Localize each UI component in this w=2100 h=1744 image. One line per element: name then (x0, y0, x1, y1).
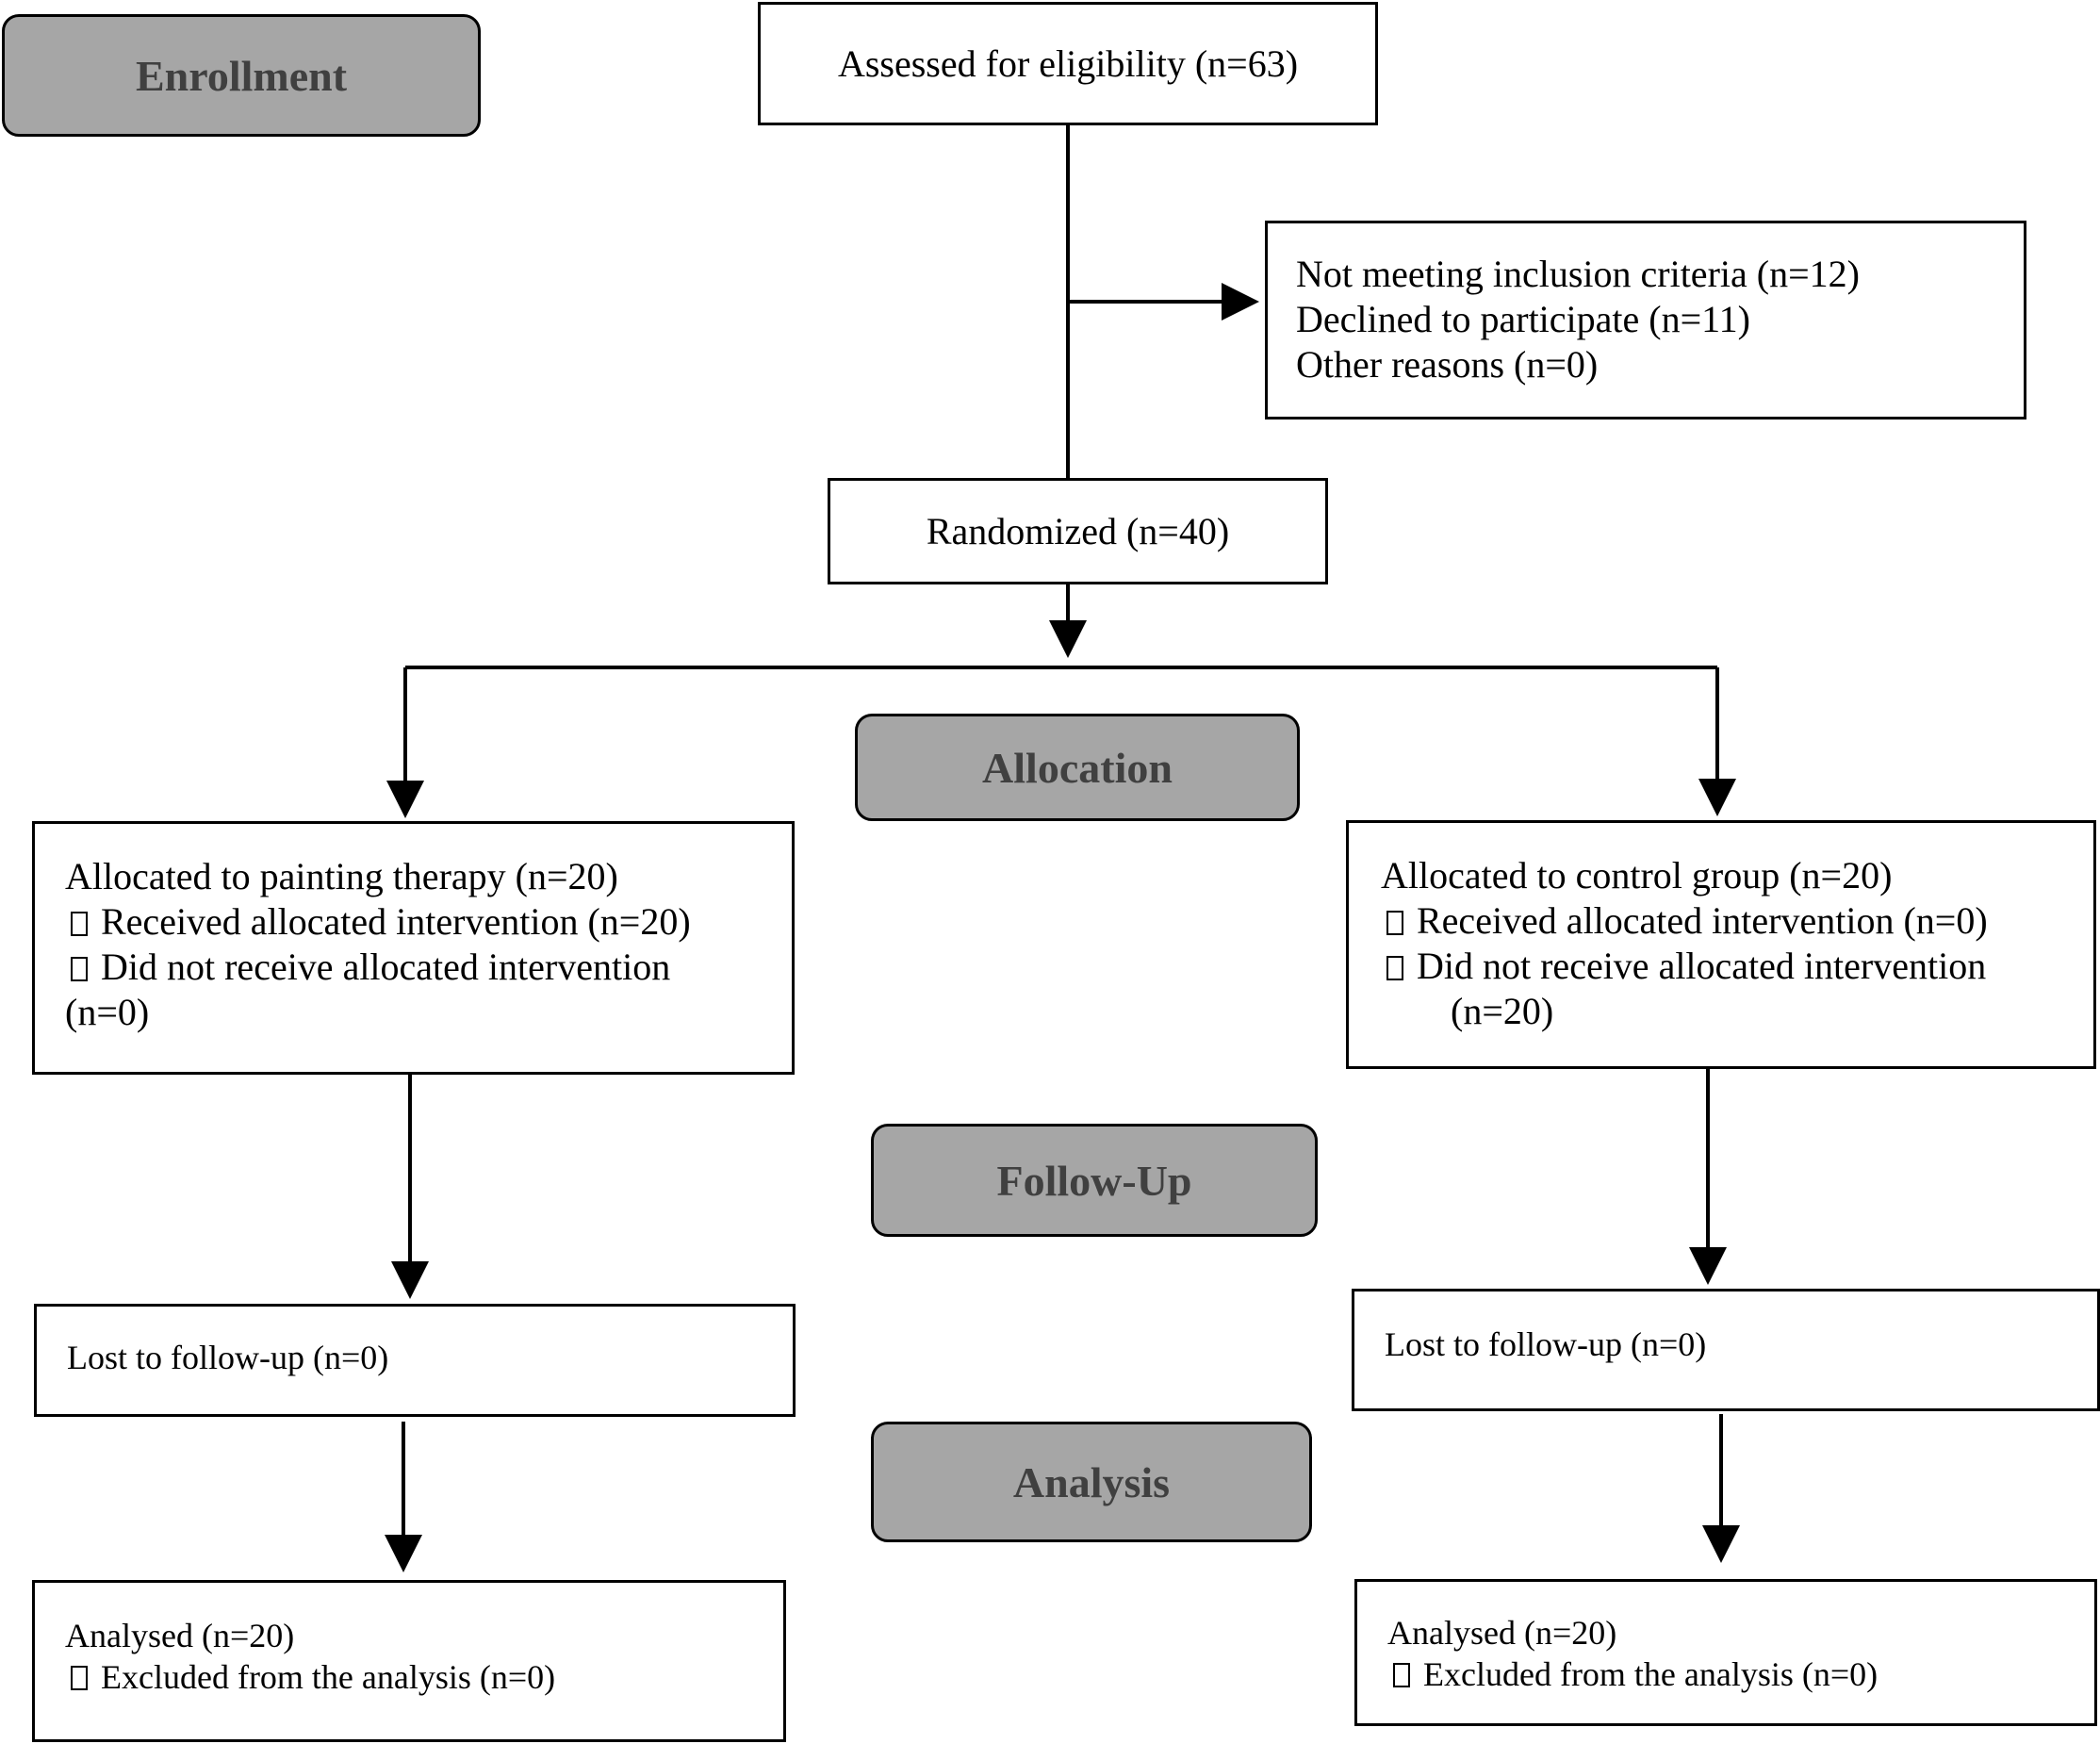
left-lost-text: Lost to follow-up (n=0) (67, 1339, 389, 1376)
right-not-received-row: Did not receive allocated intervention (1381, 944, 2093, 989)
right-not-received-n: (n=20) (1451, 990, 1554, 1032)
left-allocated-box: Allocated to painting therapy (n=20) Rec… (32, 821, 795, 1075)
right-excluded-analysis-row: Excluded from the analysis (n=0) (1387, 1654, 2094, 1695)
left-allocated-title: Allocated to painting therapy (n=20) (65, 855, 618, 897)
checkbox-icon (71, 1666, 88, 1690)
right-allocated-title: Allocated to control group (n=20) (1381, 854, 1893, 897)
stage-follow-up: Follow-Up (871, 1124, 1318, 1237)
stage-analysis: Analysis (871, 1422, 1312, 1542)
left-analysed-box: Analysed (n=20) Excluded from the analys… (32, 1580, 786, 1742)
excluded-other: Other reasons (n=0) (1296, 343, 1599, 386)
left-not-received-text: Did not receive allocated intervention (101, 946, 671, 988)
right-analysed-text: Analysed (n=20) (1387, 1614, 1617, 1652)
left-excluded-analysis-row: Excluded from the analysis (n=0) (65, 1656, 783, 1698)
right-received-row: Received allocated intervention (n=0) (1381, 898, 2093, 944)
left-lost-box: Lost to follow-up (n=0) (34, 1304, 796, 1417)
right-lost-text: Lost to follow-up (n=0) (1385, 1325, 1707, 1363)
left-received-text: Received allocated intervention (n=20) (101, 900, 691, 943)
randomized-box: Randomized (n=40) (828, 478, 1328, 584)
excluded-box: Not meeting inclusion criteria (n=12) De… (1265, 221, 2026, 420)
checkbox-icon (1386, 911, 1403, 935)
checkbox-icon (1393, 1663, 1410, 1687)
left-excluded-analysis-text: Excluded from the analysis (n=0) (101, 1658, 556, 1696)
right-not-received-text: Did not receive allocated intervention (1417, 945, 1987, 987)
right-lost-box: Lost to follow-up (n=0) (1352, 1289, 2100, 1411)
right-analysed-box: Analysed (n=20) Excluded from the analys… (1354, 1579, 2097, 1726)
stage-enrollment: Enrollment (2, 14, 481, 137)
right-received-text: Received allocated intervention (n=0) (1417, 899, 1988, 942)
checkbox-icon (71, 957, 88, 981)
right-allocated-box: Allocated to control group (n=20) Receiv… (1346, 820, 2096, 1069)
stage-allocation: Allocation (855, 714, 1300, 821)
assessed-box: Assessed for eligibility (n=63) (758, 2, 1378, 125)
checkbox-icon (71, 912, 88, 936)
checkbox-icon (1386, 956, 1403, 980)
assessed-text: Assessed for eligibility (n=63) (837, 41, 1299, 85)
left-received-row: Received allocated intervention (n=20) (65, 899, 792, 945)
left-not-received-row: Did not receive allocated intervention (65, 945, 792, 990)
excluded-criteria: Not meeting inclusion criteria (n=12) (1296, 253, 1860, 295)
randomized-text: Randomized (n=40) (926, 509, 1230, 552)
left-analysed-text: Analysed (n=20) (65, 1617, 295, 1654)
excluded-declined: Declined to participate (n=11) (1296, 298, 1750, 340)
right-excluded-analysis-text: Excluded from the analysis (n=0) (1423, 1655, 1879, 1693)
left-not-received-n: (n=0) (65, 991, 150, 1033)
